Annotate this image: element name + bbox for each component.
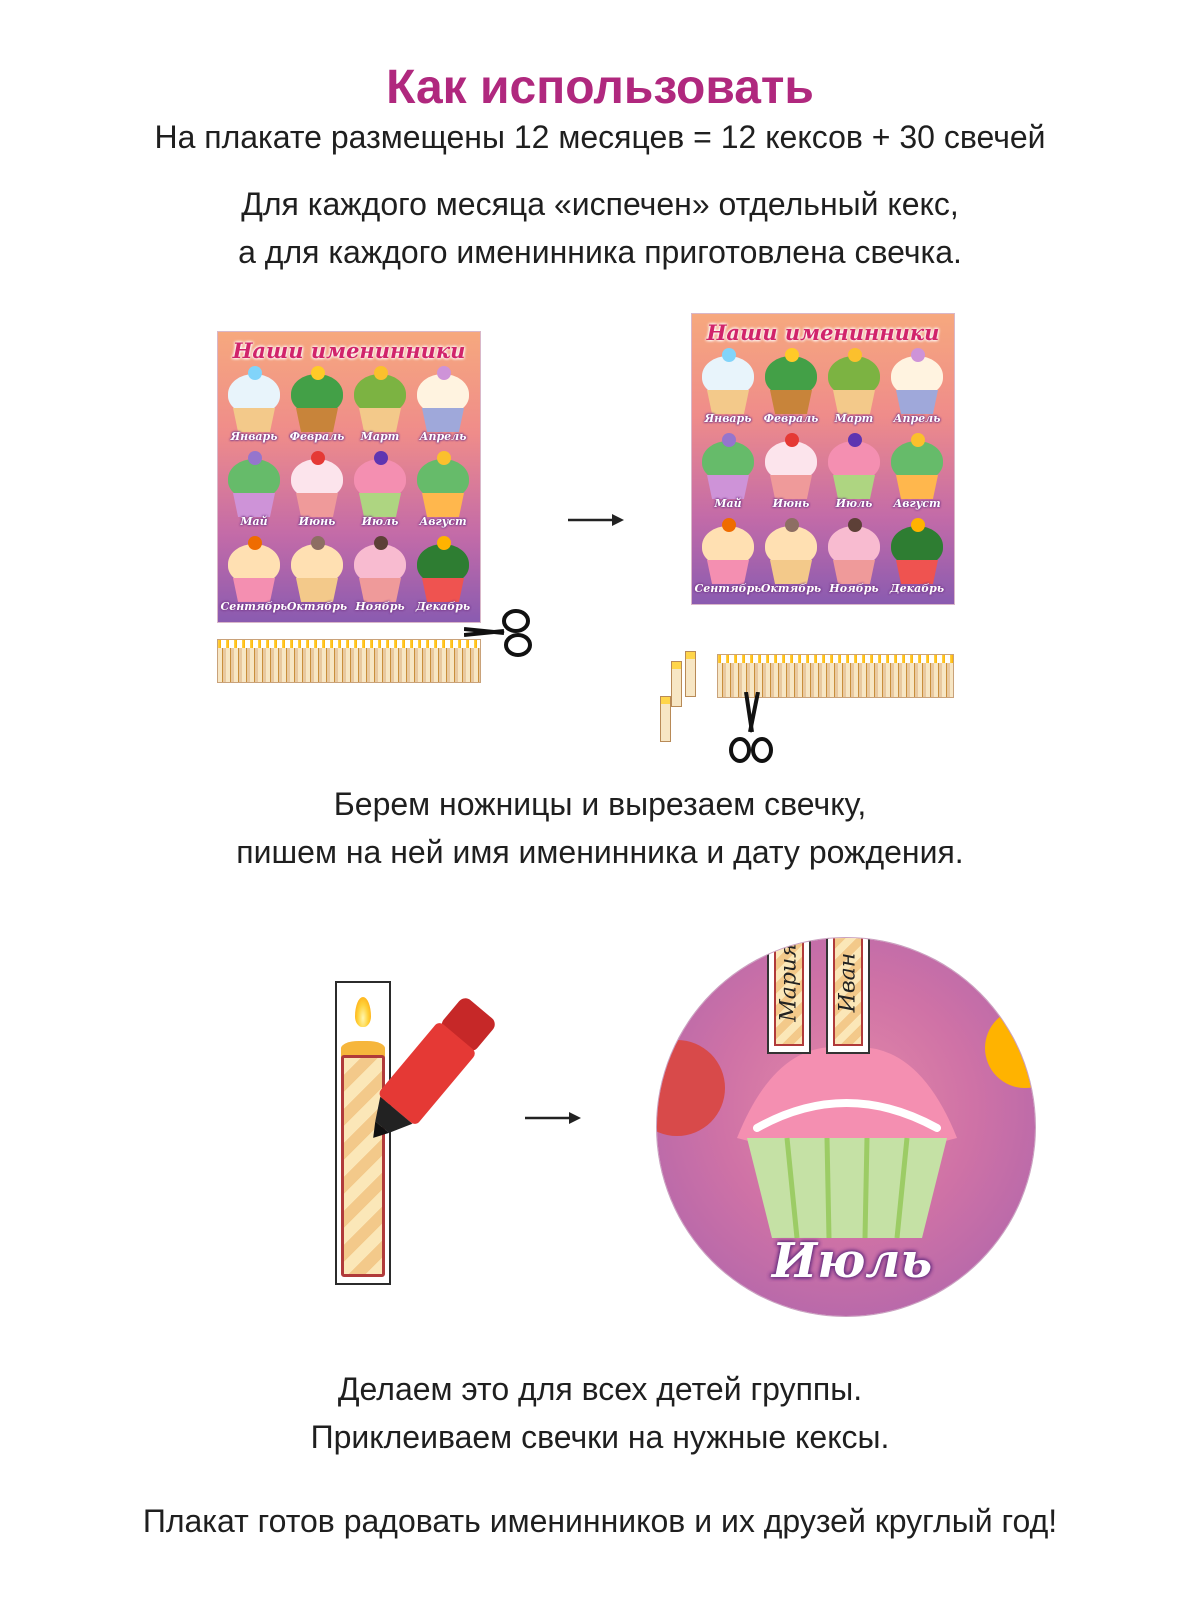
description-text: Для каждого месяца «испечен» отдельный к…	[0, 180, 1200, 276]
named-candle: 5 Мария	[769, 938, 809, 1052]
month-label: Ноябрь	[829, 582, 879, 595]
candle-illustration	[337, 983, 389, 1283]
marker-icon	[373, 998, 495, 1138]
candle-strip-right	[718, 655, 953, 697]
cupcake-card: Июль	[350, 451, 410, 533]
cupcake-card: Сентябрь	[220, 536, 288, 618]
month-label: Май	[240, 515, 268, 528]
cupcake-card: Февраль	[761, 348, 821, 430]
month-label: Октябрь	[760, 582, 822, 595]
step-text: Берем ножницы и вырезаем свечку, пишем н…	[0, 780, 1200, 876]
description-line-1: Для каждого месяца «испечен» отдельный к…	[241, 186, 959, 222]
cut-candle	[661, 697, 670, 741]
cupcake-card: Май	[224, 451, 284, 533]
cupcake-card: Октябрь	[287, 536, 347, 618]
cupcake-card: Апрель	[413, 366, 473, 448]
month-label: Июль	[771, 1233, 933, 1289]
zoom-cupcake-circle: Июль 5 Мария 12 Иван	[657, 938, 1035, 1316]
arrow-right-icon	[568, 514, 624, 526]
poster-title-2: Наши именинники	[706, 320, 940, 345]
cupcake-card: Октябрь	[761, 518, 821, 600]
month-label: Февраль	[289, 430, 345, 443]
final-line-1: Делаем это для всех детей группы.	[337, 1371, 863, 1407]
closing-text: Плакат готов радовать именинников и их д…	[142, 1503, 1058, 1539]
cupcake-card: Февраль	[287, 366, 347, 448]
month-label: Март	[834, 412, 874, 425]
step-line-1: Берем ножницы и вырезаем свечку,	[333, 786, 867, 822]
cupcake-card: Июль	[824, 433, 884, 515]
month-label: Сентябрь	[220, 600, 288, 613]
cut-candle	[672, 662, 681, 706]
month-label: Май	[714, 497, 742, 510]
cupcake-illustration	[657, 1008, 1035, 1239]
cupcake-card: Декабрь	[413, 536, 473, 618]
cupcake-card: Январь	[224, 366, 284, 448]
month-label: Март	[360, 430, 400, 443]
cupcake-card: Март	[350, 366, 410, 448]
scissors-icon	[464, 609, 532, 657]
cupcake-card: Май	[698, 433, 758, 515]
step-line-2: пишем на ней имя именинника и дату рожде…	[236, 834, 964, 870]
month-label: Сентябрь	[694, 582, 762, 595]
cupcake-card: Январь	[698, 348, 758, 430]
cupcake-card: Август	[887, 433, 947, 515]
arrow-right-icon	[525, 1112, 581, 1124]
description-line-2: а для каждого именинника приготовлена св…	[238, 234, 962, 270]
month-label: Апрель	[893, 412, 941, 425]
cupcake-card: Декабрь	[887, 518, 947, 600]
month-label: Апрель	[419, 430, 467, 443]
flame-icon	[355, 997, 371, 1027]
cupcake-card: Июнь	[287, 451, 347, 533]
month-label: Декабрь	[415, 600, 471, 613]
final-text: Делаем это для всех детей группы. Прикле…	[0, 1365, 1200, 1461]
candle-strip-left	[218, 640, 480, 682]
poster-title: Наши именинники	[232, 338, 466, 363]
cupcake-card: Март	[824, 348, 884, 430]
month-label: Декабрь	[889, 582, 945, 595]
cupcake-card: Ноябрь	[824, 518, 884, 600]
cut-candle	[686, 652, 695, 696]
scissors-icon	[729, 692, 773, 763]
cupcake-card: Апрель	[887, 348, 947, 430]
month-label: Август	[419, 515, 467, 528]
cupcake-card: Ноябрь	[350, 536, 410, 618]
month-label: Январь	[230, 430, 278, 443]
page-title: Как использовать	[386, 61, 814, 115]
month-label: Июль	[835, 497, 873, 510]
intro-text: На плакате размещены 12 месяцев = 12 кек…	[154, 119, 1046, 155]
cupcake-card: Сентябрь	[694, 518, 762, 600]
month-label: Август	[893, 497, 941, 510]
candle-name: Мария	[776, 943, 802, 1022]
cupcake-card: Июнь	[761, 433, 821, 515]
final-line-2: Приклеиваем свечки на нужные кексы.	[310, 1419, 890, 1455]
month-label: Ноябрь	[355, 600, 405, 613]
month-label: Июль	[361, 515, 399, 528]
named-candle: 12 Иван	[828, 938, 868, 1052]
month-label: Февраль	[763, 412, 819, 425]
month-label: Июнь	[772, 497, 810, 510]
month-label: Июнь	[298, 515, 336, 528]
month-label: Январь	[704, 412, 752, 425]
cupcake-card: Август	[413, 451, 473, 533]
month-label: Октябрь	[286, 600, 348, 613]
candle-name: Иван	[835, 952, 861, 1013]
